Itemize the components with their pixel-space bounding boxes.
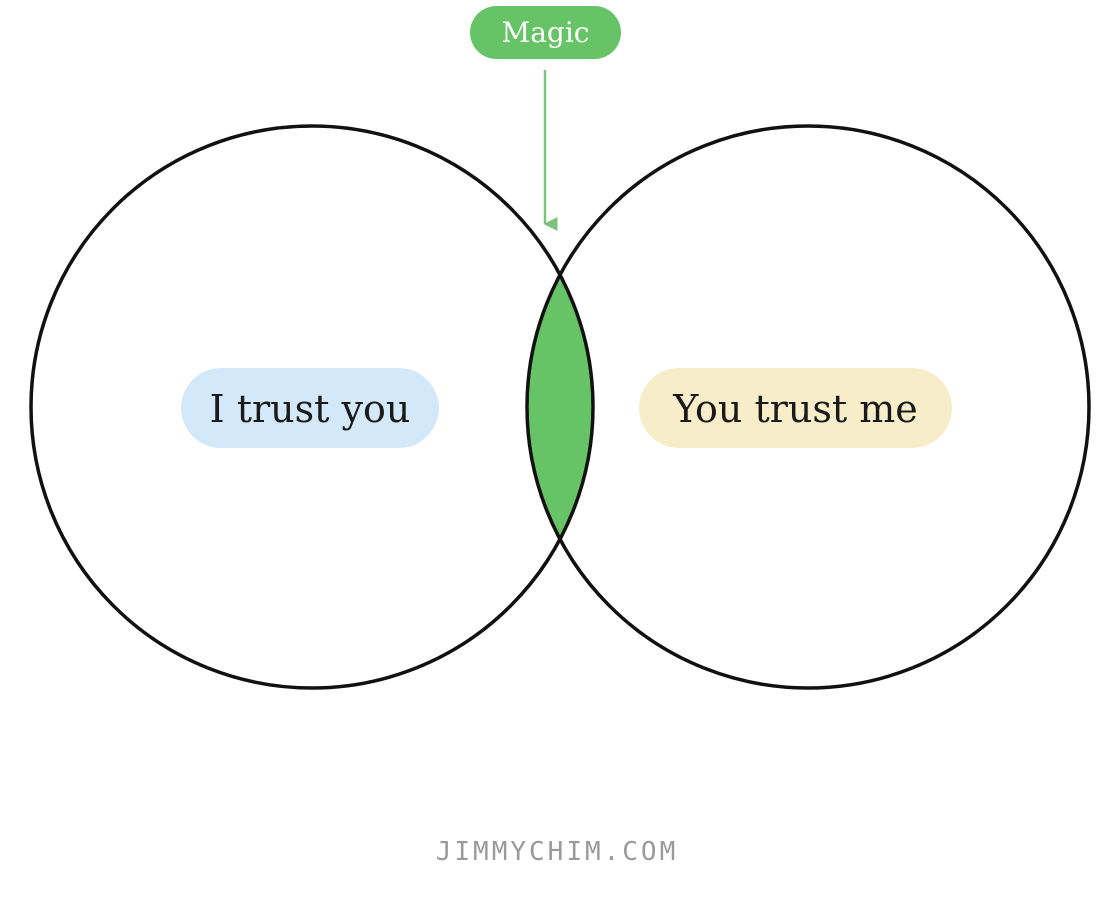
left-label-pill bbox=[181, 368, 439, 448]
left-label: I trust you bbox=[210, 387, 411, 431]
right-label-pill bbox=[639, 368, 952, 448]
left-label-group: I trust you bbox=[181, 368, 439, 448]
right-label: You trust me bbox=[672, 387, 918, 431]
footer-credit: JIMMYCHIM.COM bbox=[436, 837, 679, 867]
magic-pill bbox=[470, 6, 621, 59]
magic-callout: Magic bbox=[470, 6, 621, 231]
right-label-group: You trust me bbox=[639, 368, 952, 448]
magic-label: Magic bbox=[502, 16, 590, 49]
right-circle bbox=[525, 124, 1091, 690]
left-circle bbox=[29, 124, 595, 690]
